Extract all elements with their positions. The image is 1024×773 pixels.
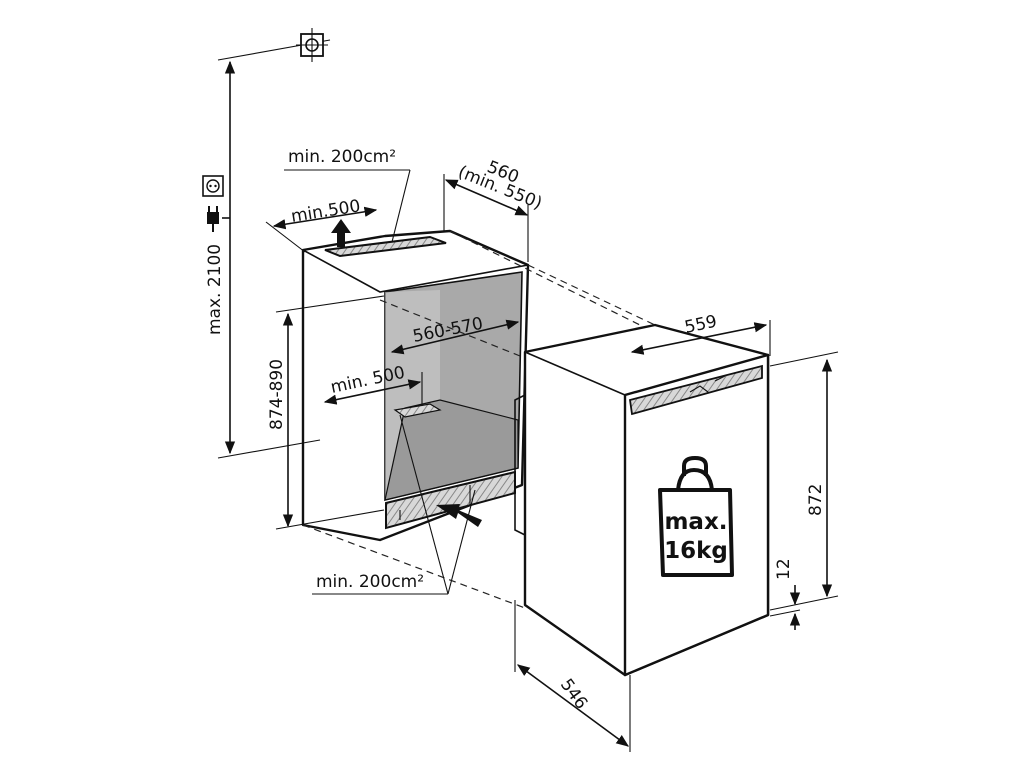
vent-top-label: min. 200cm² bbox=[288, 147, 396, 167]
dim-appliance-height: 872 bbox=[769, 351, 839, 611]
max-height-label: max. 2100 bbox=[205, 244, 225, 335]
plug-icon bbox=[207, 206, 230, 232]
dim-vent-bottom: min. 200cm² bbox=[312, 414, 476, 595]
appliance-height-label: 872 bbox=[806, 484, 826, 516]
control-panel bbox=[628, 364, 763, 416]
weight-icon: max. 16kg bbox=[658, 455, 734, 577]
top-vent-slot bbox=[324, 235, 447, 258]
gap-label: 12 bbox=[774, 558, 794, 580]
appliance-width-label: 559 bbox=[683, 312, 719, 338]
socket-icon bbox=[202, 175, 224, 197]
appliance-depth-label: 546 bbox=[556, 675, 591, 713]
niche-height-label: 874-890 bbox=[267, 359, 287, 430]
vent-bottom-label: min. 200cm² bbox=[316, 572, 424, 592]
weight-line-2: 16kg bbox=[664, 538, 728, 564]
dim-gap: 12 bbox=[769, 558, 801, 630]
dim-niche-height: 874-890 bbox=[267, 295, 385, 530]
crosshair-icon bbox=[296, 28, 328, 62]
dim-vent-top: min. 200cm² bbox=[284, 147, 411, 243]
weight-line-1: max. bbox=[664, 509, 727, 535]
dim-max-height: max. 2100 bbox=[205, 39, 331, 459]
min-500-top-label: min.500 bbox=[290, 196, 362, 227]
